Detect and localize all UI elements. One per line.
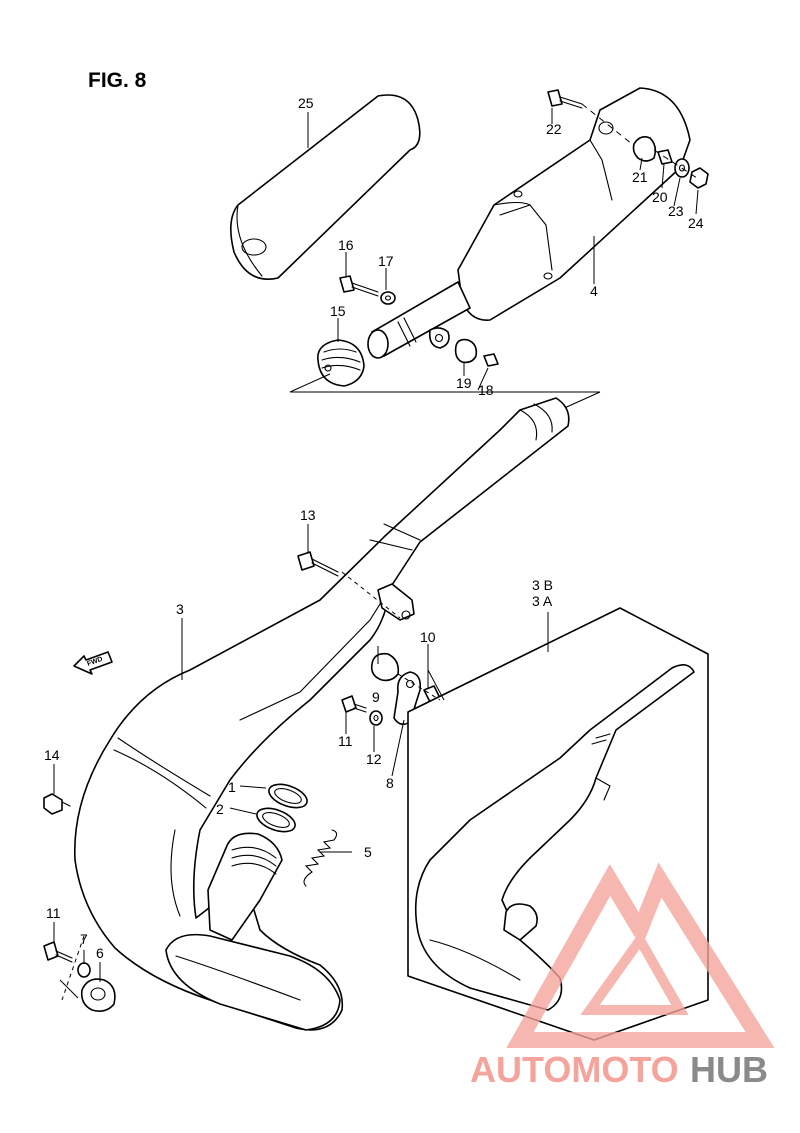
bracket-plate-8 [393, 671, 422, 726]
callout-13: 13 [300, 507, 316, 523]
callout-15: 15 [330, 303, 346, 319]
callout-14: 14 [44, 747, 60, 763]
callout-7: 7 [80, 931, 88, 947]
callout-3b: 3 B [532, 577, 553, 593]
cushion-19 [454, 338, 478, 364]
callout-6: 6 [96, 945, 104, 961]
leader-lines [53, 108, 699, 1001]
nut-24 [689, 167, 709, 189]
callout-23: 23 [668, 203, 684, 219]
bolt-13 [297, 551, 339, 577]
callout-10: 10 [420, 629, 436, 645]
watermark-logo [506, 862, 775, 1048]
exhaust-chamber [73, 397, 570, 1031]
washer-17 [380, 291, 396, 305]
callout-3: 3 [176, 601, 184, 617]
washer-7 [77, 962, 91, 978]
bolt-16 [339, 275, 379, 297]
gasket-1 [268, 783, 308, 809]
silencer-wrap [230, 94, 421, 280]
washer-12 [369, 710, 383, 726]
callout-11-lower: 11 [46, 905, 61, 921]
watermark-text-left: AUTOMOTO [470, 1049, 679, 1090]
callout-12: 12 [366, 751, 382, 767]
callout-5: 5 [364, 844, 372, 860]
plug-14 [43, 793, 71, 815]
callout-1: 1 [228, 779, 236, 795]
figure-title: FIG. 8 [88, 69, 147, 92]
callout-25: 25 [298, 95, 314, 111]
callout-8: 8 [386, 775, 394, 791]
watermark-text-right: HUB [690, 1049, 768, 1090]
callout-9: 9 [372, 689, 380, 705]
bolt-11-lower [43, 941, 73, 963]
cushion-9 [370, 652, 400, 682]
spring-5 [303, 829, 338, 887]
gasket-2 [256, 807, 296, 833]
callout-21: 21 [632, 169, 648, 185]
callout-24: 24 [688, 215, 704, 231]
callout-20: 20 [652, 189, 668, 205]
callout-17: 17 [378, 253, 394, 269]
bolt-22 [547, 89, 583, 109]
callout-22: 22 [546, 121, 562, 137]
callout-18: 18 [478, 382, 494, 398]
cushion-21 [632, 136, 657, 162]
callout-3a: 3 A [532, 593, 553, 609]
callout-19: 19 [456, 375, 472, 391]
collar-18 [483, 353, 499, 367]
callout-2: 2 [216, 801, 224, 817]
fwd-direction-arrow: FWD [73, 651, 113, 675]
grommet [317, 339, 365, 387]
callout-16: 16 [338, 237, 354, 253]
callout-4: 4 [590, 283, 598, 299]
silencer-body [367, 87, 691, 359]
bolt-11-upper [341, 695, 367, 713]
callout-11-upper: 11 [338, 733, 353, 749]
cover-6 [80, 978, 116, 1012]
